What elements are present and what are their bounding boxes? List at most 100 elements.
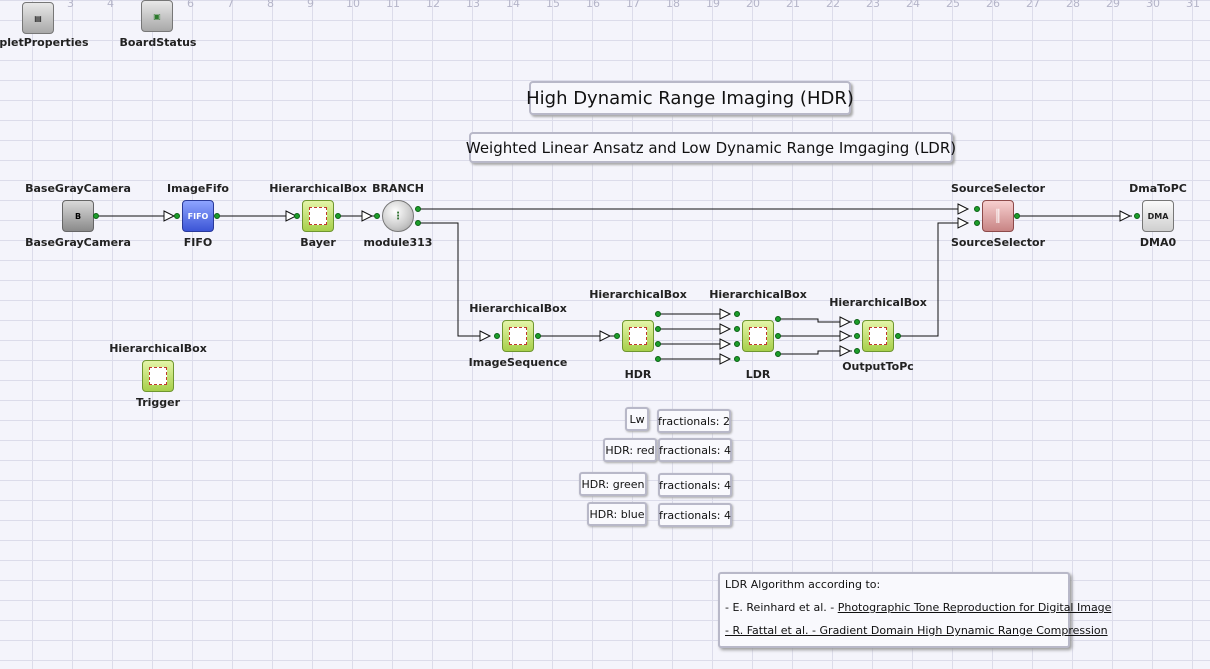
input-port[interactable] [974,220,980,226]
ldr-reference-note[interactable]: LDR Algorithm according to: - E. Reinhar… [718,572,1111,648]
link-output-selector-b [898,222,964,337]
output-port[interactable] [775,333,781,339]
ruler-number: 15 [546,0,560,10]
fattal-link[interactable]: - R. Fattal et al. - Gradient Domain Hig… [725,624,1108,637]
param-green-name[interactable]: HDR: green [579,472,647,496]
ruler-number: 10 [346,0,360,10]
input-port[interactable] [854,319,860,325]
link-branch-imgseq [420,222,490,337]
ruler-number: 13 [466,0,480,10]
hierarchical-box-icon [509,327,527,345]
output-port[interactable] [655,356,661,362]
input-port[interactable] [734,326,740,332]
applet-properties-operator[interactable]: ▤ [22,2,54,34]
source-selector-operator[interactable]: ║ [982,200,1014,232]
hdr-title-box[interactable]: High Dynamic Range Imaging (HDR) [526,81,854,115]
param-lw-value[interactable]: fractionals: 2 [657,409,731,433]
input-arrow [957,203,970,215]
applet-properties-label: ppletProperties [0,36,89,49]
dma-type-label: DmaToPC [1129,182,1187,195]
param-red-name[interactable]: HDR: red [603,438,657,462]
ldr-title: Weighted Linear Ansatz and Low Dynamic R… [465,138,957,157]
output-port[interactable] [535,333,541,339]
link-ldr-out-1 [778,318,852,323]
input-port[interactable] [494,333,500,339]
imgseq-type-label: HierarchicalBox [469,302,567,315]
trigger-type-label: HierarchicalBox [109,342,207,355]
output-port[interactable] [415,220,421,226]
input-port[interactable] [854,333,860,339]
ldr-operator[interactable] [742,320,774,352]
param-green-value[interactable]: fractionals: 4 [658,473,732,497]
input-arrow [285,210,298,222]
input-port[interactable] [734,356,740,362]
camera-name-label: BaseGrayCamera [25,236,131,249]
output-port[interactable] [655,326,661,332]
input-arrow [839,330,852,342]
input-port[interactable] [294,213,300,219]
ldr-name-label: LDR [745,368,771,381]
camera-operator[interactable]: B [62,200,94,232]
output-port[interactable] [214,213,220,219]
output-port[interactable] [335,213,341,219]
input-arrow [719,338,732,350]
input-arrow [361,210,374,222]
input-port[interactable] [734,311,740,317]
branch-name-label: module313 [363,236,433,249]
ruler-number: 31 [1186,0,1200,10]
trigger-name-label: Trigger [135,396,181,409]
input-port[interactable] [174,213,180,219]
param-blue-value[interactable]: fractionals: 4 [658,503,732,527]
input-port[interactable] [374,213,380,219]
param-red-value[interactable]: fractionals: 4 [658,438,732,462]
input-port[interactable] [1134,213,1140,219]
board-chip-icon: ▣ [153,11,161,21]
bayer-operator[interactable] [302,200,334,232]
dma-operator[interactable]: DMA [1142,200,1174,232]
input-arrow [719,353,732,365]
param-blue-name[interactable]: HDR: blue [587,502,647,526]
ruler-number: 22 [826,0,840,10]
reinhard-link[interactable]: Photographic Tone Reproduction for Digit… [837,601,1112,614]
input-port[interactable] [734,341,740,347]
output-port[interactable] [655,311,661,317]
note-heading: LDR Algorithm according to: [725,578,881,591]
param-lw-name[interactable]: Lw [625,407,649,431]
note-ref-fattal: - R. Fattal et al. - Gradient Domain Hig… [725,624,1108,637]
image-sequence-operator[interactable] [502,320,534,352]
board-status-operator[interactable]: ▣ [141,0,173,32]
output-port[interactable] [93,213,99,219]
camera-type-label: BaseGrayCamera [25,182,131,195]
fifo-type-label: ImageFifo [167,182,229,195]
hdr-type-label: HierarchicalBox [589,288,687,301]
output-port[interactable] [415,206,421,212]
fifo-operator[interactable]: FIFO [182,200,214,232]
output-port[interactable] [655,341,661,347]
output-to-pc-operator[interactable] [862,320,894,352]
output-port[interactable] [895,333,901,339]
trigger-operator[interactable] [142,360,174,392]
input-arrow [1119,210,1132,222]
ruler-number: 11 [386,0,400,10]
output-port[interactable] [1014,213,1020,219]
hdr-name-label: HDR [624,368,652,381]
ruler-number: 26 [986,0,1000,10]
input-arrow [479,330,492,342]
branch-operator[interactable]: ⋮ [382,200,414,232]
ruler-number: 20 [746,0,760,10]
ruler-number: 7 [227,0,234,10]
output-port[interactable] [775,351,781,357]
selector-name-label: SourceSelector [950,236,1046,249]
output-port[interactable] [775,316,781,322]
hierarchical-box-icon [149,367,167,385]
hdr-operator[interactable] [622,320,654,352]
input-port[interactable] [974,206,980,212]
output-type-label: HierarchicalBox [829,296,927,309]
ldr-title-box[interactable]: Weighted Linear Ansatz and Low Dynamic R… [465,132,957,163]
input-port[interactable] [854,348,860,354]
branch-type-label: BRANCH [372,182,424,195]
input-arrow [719,323,732,335]
ruler-number: 29 [1106,0,1120,10]
input-port[interactable] [614,333,620,339]
